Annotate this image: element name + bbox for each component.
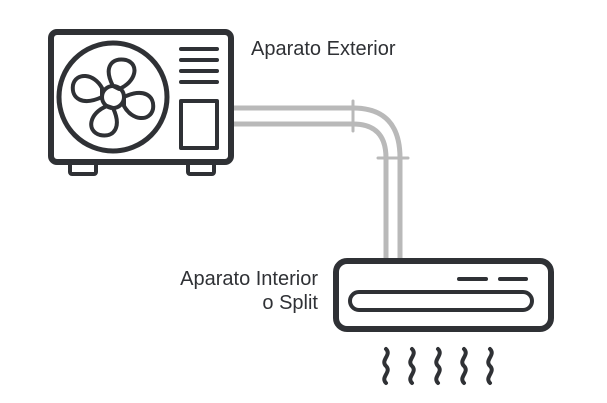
fan-blade-left xyxy=(70,74,104,103)
airflow-wave-2 xyxy=(408,347,416,385)
interior-unit-label: Aparato Interior o Split xyxy=(135,267,318,315)
fan-icon xyxy=(56,40,170,154)
airflow-wave-3 xyxy=(434,347,442,385)
fan-blade-bottom xyxy=(89,104,119,138)
indoor-split-ac-icon xyxy=(333,258,554,332)
lower-pipe xyxy=(229,121,389,263)
outdoor-ac-unit-icon xyxy=(48,29,234,176)
refrigerant-pipes xyxy=(229,99,410,263)
outdoor-unit-vent-lines xyxy=(179,47,219,84)
outdoor-unit-panel xyxy=(179,99,219,150)
fan-blade-right xyxy=(122,91,156,120)
airflow-wave-1 xyxy=(382,347,390,385)
airflow-wave-4 xyxy=(460,347,468,385)
interior-unit-label-line-1: Aparato Interior xyxy=(180,268,318,290)
airflow-wave-icon xyxy=(382,347,494,385)
exterior-unit-label: Aparato Exterior xyxy=(251,38,396,60)
upper-pipe xyxy=(229,105,403,263)
outdoor-unit-right-foot xyxy=(186,160,216,176)
fan-blade-top xyxy=(106,57,137,91)
outdoor-unit-body xyxy=(48,29,234,165)
airflow-wave-5 xyxy=(486,347,494,385)
interior-unit-label-line-2: o Split xyxy=(262,292,318,314)
indoor-air-outlet xyxy=(348,290,534,312)
fan-outer-ring xyxy=(56,40,170,154)
indoor-unit-body xyxy=(333,258,554,332)
outdoor-unit-left-foot xyxy=(68,160,98,176)
